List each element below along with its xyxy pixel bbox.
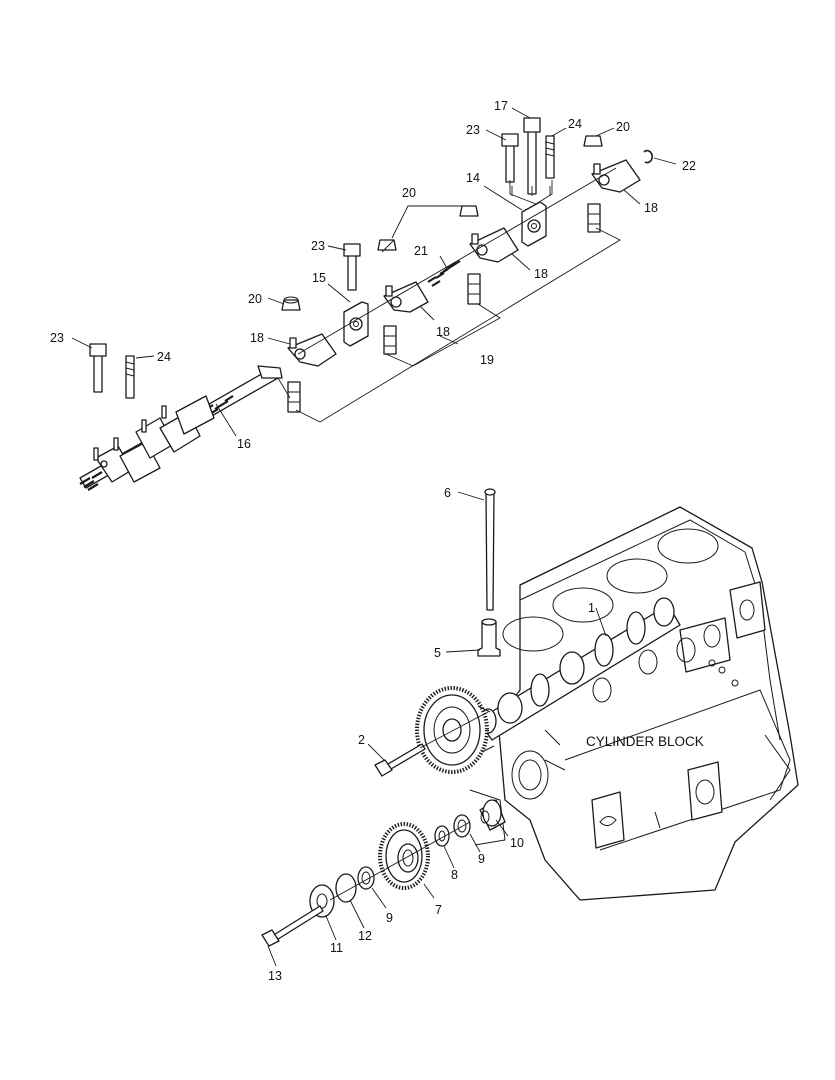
rocker-arm-18-top <box>591 159 641 193</box>
camshaft-gear <box>415 686 495 774</box>
bolt-23-middle <box>343 243 361 291</box>
spacer-right <box>467 273 481 305</box>
bolt-2 <box>374 743 426 777</box>
callout-13: 13 <box>268 969 282 983</box>
callout-numbers: 17 23 24 20 22 14 18 20 23 21 18 15 20 1… <box>50 99 696 983</box>
rocker-arm-18-middle <box>383 281 429 313</box>
snap-ring-22 <box>643 149 653 164</box>
callout-10: 10 <box>510 836 524 850</box>
stud-24-left <box>125 355 135 399</box>
thrust-washer-9b <box>357 866 375 890</box>
callout-18: 18 <box>436 325 450 339</box>
spring-21 <box>427 260 461 287</box>
plate-12 <box>335 873 357 903</box>
callout-5: 5 <box>434 646 441 660</box>
bushing-8 <box>434 825 450 847</box>
callout-17: 17 <box>494 99 508 113</box>
rocker-shaft-assembly-16 <box>79 365 283 491</box>
push-rod-6 <box>484 488 496 611</box>
callout-20: 20 <box>616 120 630 134</box>
callout-23: 23 <box>466 123 480 137</box>
callout-8: 8 <box>451 868 458 882</box>
nut-20-middle <box>377 239 397 251</box>
callout-9: 9 <box>386 911 393 925</box>
nut-20-right <box>459 205 479 217</box>
callout-12: 12 <box>358 929 372 943</box>
callout-7: 7 <box>435 903 442 917</box>
callout-21: 21 <box>414 244 428 258</box>
callout-19: 19 <box>480 353 494 367</box>
idler-gear-shaft <box>479 799 506 831</box>
callout-23: 23 <box>311 239 325 253</box>
bolt-13 <box>261 905 324 947</box>
callout-20: 20 <box>402 186 416 200</box>
callout-2: 2 <box>358 733 365 747</box>
callout-6: 6 <box>444 486 451 500</box>
tappet-5 <box>477 618 501 657</box>
callout-18: 18 <box>644 201 658 215</box>
callout-23: 23 <box>50 331 64 345</box>
spacer-middle <box>383 325 397 355</box>
nut-20-left <box>281 296 301 311</box>
bolt-23-left <box>89 343 107 393</box>
callout-9: 9 <box>478 852 485 866</box>
idler-gear-7 <box>378 822 430 890</box>
callout-18: 18 <box>250 331 264 345</box>
cylinder-block <box>469 506 799 901</box>
callout-18: 18 <box>534 267 548 281</box>
spacer-top <box>587 203 601 233</box>
callout-15: 15 <box>312 271 326 285</box>
rocker-arm-18-left <box>287 333 337 367</box>
callout-24: 24 <box>568 117 582 131</box>
callout-1: 1 <box>588 601 595 615</box>
camshaft <box>477 597 681 741</box>
callout-24: 24 <box>157 350 171 364</box>
rocker-bracket-15 <box>343 301 369 347</box>
callout-16: 16 <box>237 437 251 451</box>
leader-lines <box>71 107 677 967</box>
callout-11: 11 <box>330 941 343 955</box>
nut-20-top <box>583 135 603 147</box>
bolt-17 <box>523 117 541 195</box>
callout-22: 22 <box>682 159 696 173</box>
callout-20: 20 <box>248 292 262 306</box>
rocker-arm-18-right <box>469 227 519 263</box>
bolt-23-right <box>501 133 519 183</box>
callout-14: 14 <box>466 171 480 185</box>
cylinder-block-label: CYLINDER BLOCK <box>586 734 704 749</box>
stud-24-right <box>545 135 555 179</box>
rocker-bracket-14 <box>521 201 547 247</box>
